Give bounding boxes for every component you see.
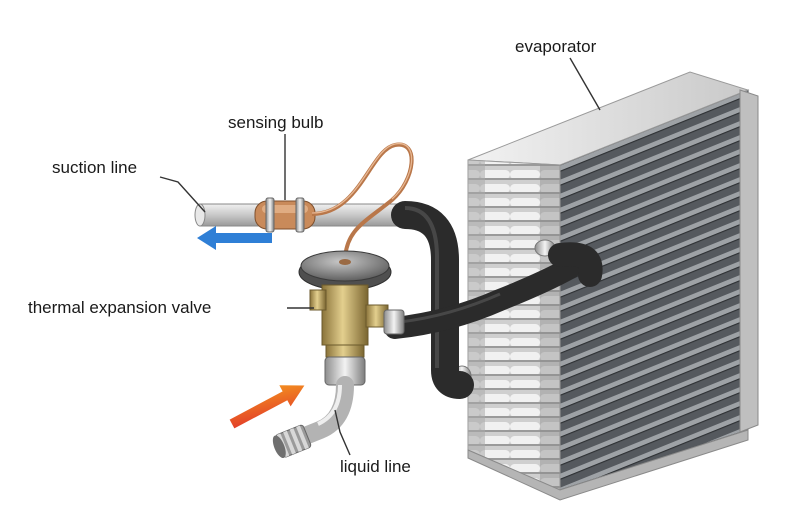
sensing-bulb — [254, 197, 316, 233]
label-suction-line: suction line — [52, 158, 137, 177]
liquid-flow-arrow — [229, 385, 305, 429]
label-sensing-bulb: sensing bulb — [228, 113, 323, 132]
label-suction-line-group: suction line — [52, 158, 206, 213]
label-evaporator-group: evaporator — [515, 37, 601, 111]
label-sensing-bulb-group: sensing bulb — [228, 113, 323, 200]
label-liquid-line-group: liquid line — [334, 409, 411, 476]
suction-hose — [391, 201, 474, 399]
label-thermal-expansion-valve: thermal expansion valve — [28, 298, 211, 317]
label-thermal-expansion-valve-group: thermal expansion valve — [28, 298, 314, 317]
evaporator-end-plate — [739, 89, 759, 433]
capillary-tube — [311, 142, 414, 263]
outlet-hose — [384, 257, 581, 339]
evaporator-body — [452, 71, 759, 501]
thermal-expansion-valve — [298, 250, 405, 386]
label-evaporator: evaporator — [515, 37, 597, 56]
label-liquid-line: liquid line — [340, 457, 411, 476]
suction-flow-arrow — [197, 226, 272, 250]
